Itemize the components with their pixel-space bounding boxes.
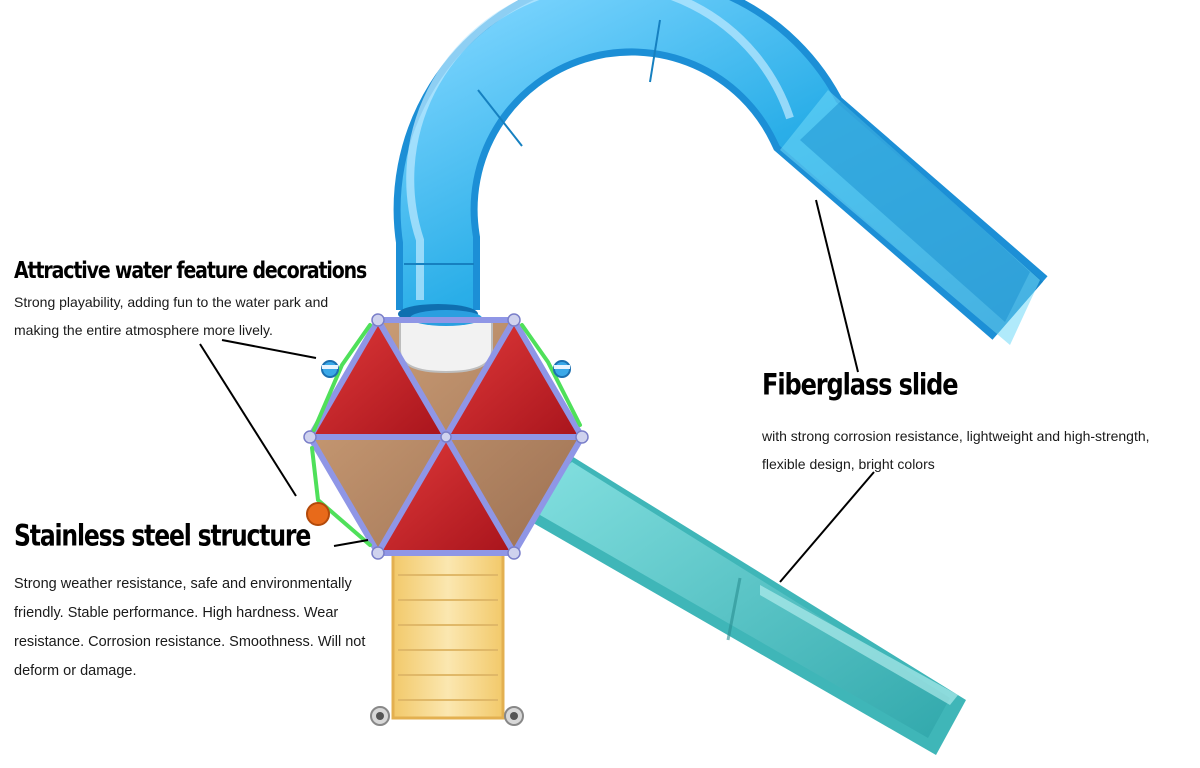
water-feature-title: Attractive water feature decorations [14, 258, 367, 285]
leader-lines [199, 199, 875, 583]
steel-structure-title: Stainless steel structure [14, 518, 311, 553]
water-feature-description: Strong playability, adding fun to the wa… [14, 288, 374, 344]
curved-slide [393, 0, 1048, 345]
fiberglass-slide-description: with strong corrosion resistance, lightw… [762, 422, 1200, 478]
steel-structure-description: Strong weather resistance, safe and envi… [14, 570, 374, 686]
steel-structure-line: friendly. Stable performance. High hardn… [14, 605, 339, 621]
water-feature-line: making the entire atmosphere more lively… [14, 322, 273, 338]
steel-structure-line: deform or damage. [14, 663, 137, 679]
fiberglass-slide-title: Fiberglass slide [762, 367, 959, 402]
water-nozzle [321, 360, 571, 378]
steel-structure-line: Strong weather resistance, safe and envi… [14, 576, 352, 592]
water-feature-line: Strong playability, adding fun to the wa… [14, 294, 329, 310]
fiberglass-slide-line: flexible design, bright colors [762, 456, 935, 472]
water-ball [306, 502, 330, 526]
straight-slide [528, 455, 966, 755]
ladder [370, 546, 524, 726]
fiberglass-slide-line: with strong corrosion resistance, lightw… [762, 428, 1150, 444]
hexagon-platform [303, 310, 589, 560]
steel-structure-line: resistance. Corrosion resistance. Smooth… [14, 634, 366, 650]
